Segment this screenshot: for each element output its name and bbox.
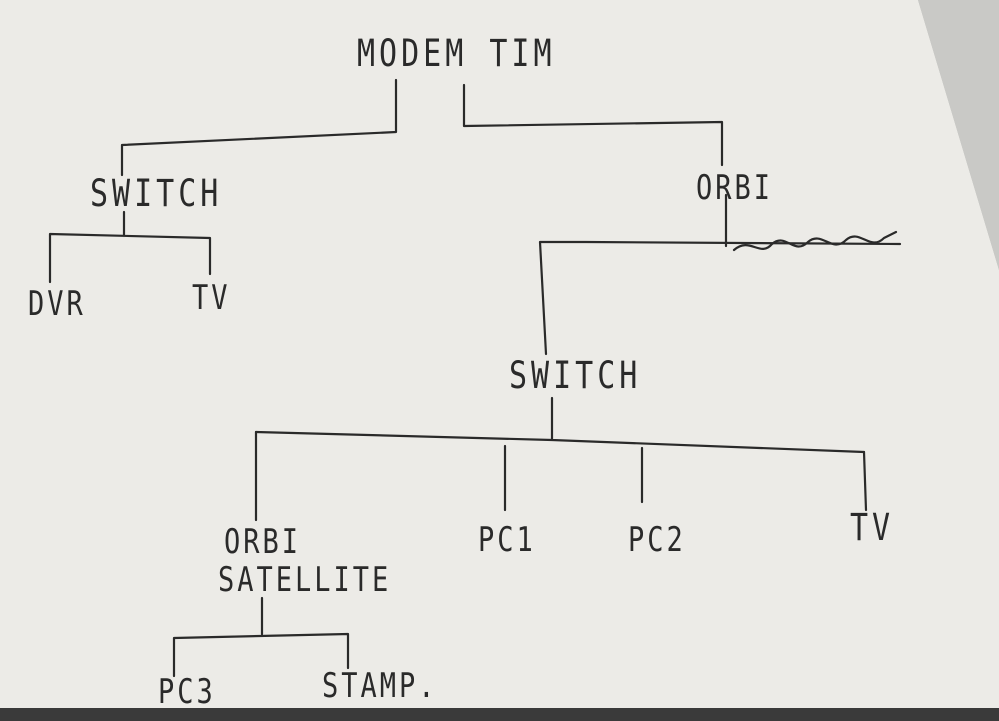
link-modem-to-switch-left (120, 78, 398, 177)
node-modem-tim: MODEM TIM (357, 32, 556, 76)
node-orbi-satellite-line1: ORBI (224, 522, 302, 562)
link-modem-to-orbi (462, 83, 724, 167)
node-orbi-satellite-line2: SATELLITE (218, 560, 392, 600)
node-switch-main: SWITCH (509, 354, 642, 398)
node-pc2: PC2 (628, 520, 686, 560)
node-pc3: PC3 (158, 672, 216, 712)
node-dvr: DVR (28, 284, 86, 324)
node-orbi: ORBI (696, 168, 774, 208)
link-switch-left-bus (48, 210, 212, 284)
node-pc1: PC1 (478, 520, 536, 560)
node-switch-left: SWITCH (90, 172, 223, 216)
link-switch-main-bus (254, 396, 866, 454)
node-printer: STAMP. (322, 666, 438, 706)
node-tv-right: TV (850, 506, 895, 550)
link-satellite-bus (172, 596, 350, 678)
scribble-crossout (732, 230, 898, 252)
link-orbi-to-switch-main (538, 240, 902, 356)
node-tv-left: TV (192, 278, 231, 318)
link-to-tv-right (862, 450, 868, 512)
